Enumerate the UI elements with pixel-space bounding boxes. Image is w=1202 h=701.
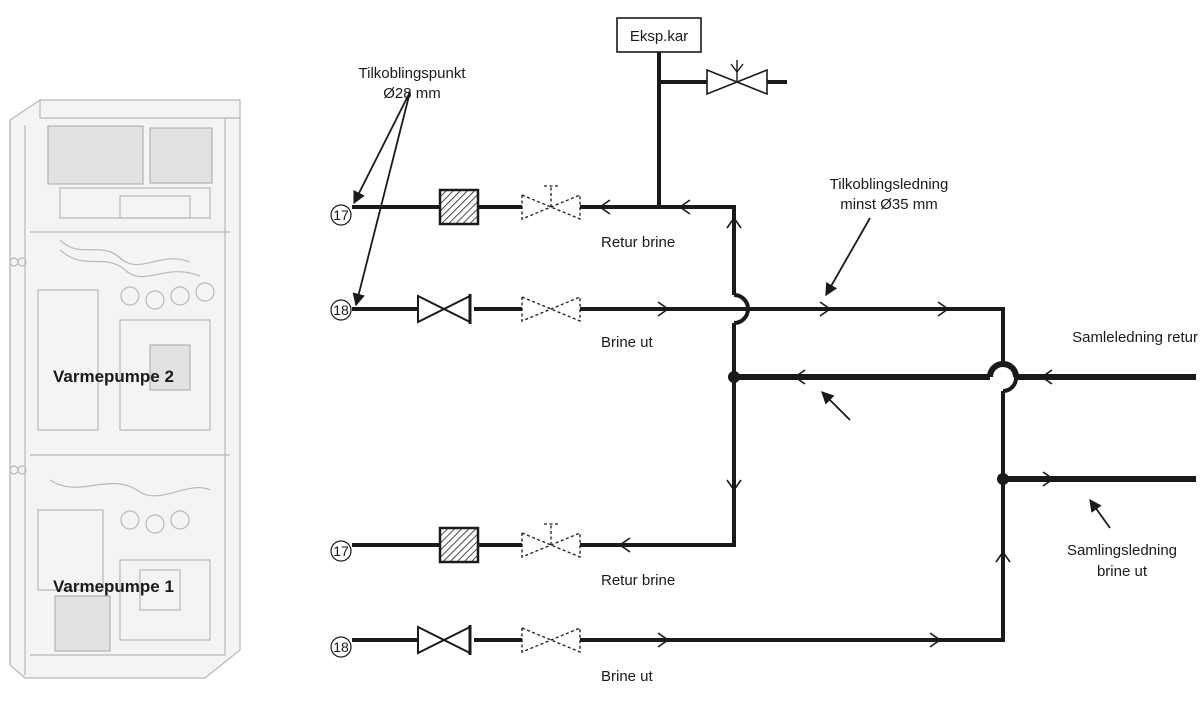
pipe-network [352,52,1196,642]
flow-arrows [598,199,1055,648]
top-out-dashed-valve [521,296,581,322]
heat-pump-2-label: Varmepumpe 2 [53,367,174,386]
top-return-filter [438,188,480,226]
heat-pump-1-label: Varmepumpe 1 [53,577,174,596]
collector-out-label-2: brine ut [1097,563,1148,580]
bottom-out-dashed-valve [521,627,581,653]
top-return-dashed-valve [521,185,581,220]
connection-17-top: 17 [330,204,352,226]
expansion-tank-box [616,17,702,53]
svg-text:18: 18 [333,302,349,318]
return-brine-bottom-label: Retur brine [601,572,675,589]
bottom-return-dashed-valve [521,523,581,558]
top-out-shutoff-valve [417,294,472,324]
heat-pump-unit-illustration [9,99,241,679]
connection-point-label-2: Ø28 mm [383,85,441,102]
collector-out-label-1: Samlingsledning [1067,542,1177,559]
bottom-out-shutoff-valve [417,625,472,655]
svg-text:18: 18 [333,639,349,655]
connection-17-bottom: 17 [330,540,352,562]
brine-out-top-label: Brine ut [601,334,654,351]
svg-text:17: 17 [333,543,349,559]
connection-point-label-1: Tilkoblingspunkt [359,65,467,82]
safety-valve [706,60,768,96]
connection-18-bottom: 18 [330,636,352,658]
bottom-return-filter [438,526,480,564]
connection-line-label-1: Tilkoblingsledning [830,176,949,193]
collector-return-label: Samleledning retur [1072,329,1198,346]
expansion-tank-label: Eksp.kar [630,28,688,45]
brine-out-bottom-label: Brine ut [601,668,654,685]
connection-18-top: 18 [330,299,352,321]
connection-line-label-2: minst Ø35 mm [840,196,938,213]
return-brine-top-label: Retur brine [601,234,675,251]
annotation-pointers [352,91,1111,529]
svg-text:17: 17 [333,207,349,223]
